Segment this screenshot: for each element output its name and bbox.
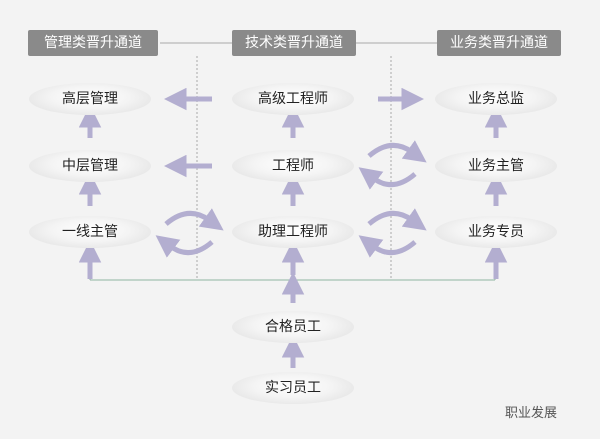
node-mgmt-middle: 中层管理 xyxy=(29,150,151,182)
track-header-business: 业务类晋升通道 xyxy=(437,30,561,56)
footer-label: 职业发展 xyxy=(505,406,558,421)
node-tech-senior-engineer: 高级工程师 xyxy=(232,83,354,115)
track-header-technical: 技术类晋升通道 xyxy=(232,30,356,56)
node-tech-assistant-engineer: 助理工程师 xyxy=(232,216,354,248)
node-biz-specialist: 业务专员 xyxy=(435,216,557,248)
node-biz-director: 业务总监 xyxy=(435,83,557,115)
node-biz-supervisor: 业务主管 xyxy=(435,150,557,182)
node-mgmt-frontline: 一线主管 xyxy=(29,216,151,248)
node-intern: 实习员工 xyxy=(232,372,354,404)
node-mgmt-senior: 高层管理 xyxy=(29,83,151,115)
track-header-management: 管理类晋升通道 xyxy=(28,30,158,56)
transfer-cycle-icon xyxy=(358,208,427,258)
transfer-cycle-icon xyxy=(155,208,224,258)
node-qualified-employee: 合格员工 xyxy=(232,311,354,343)
node-tech-engineer: 工程师 xyxy=(232,150,354,182)
transfer-cycle-icon xyxy=(358,140,427,190)
